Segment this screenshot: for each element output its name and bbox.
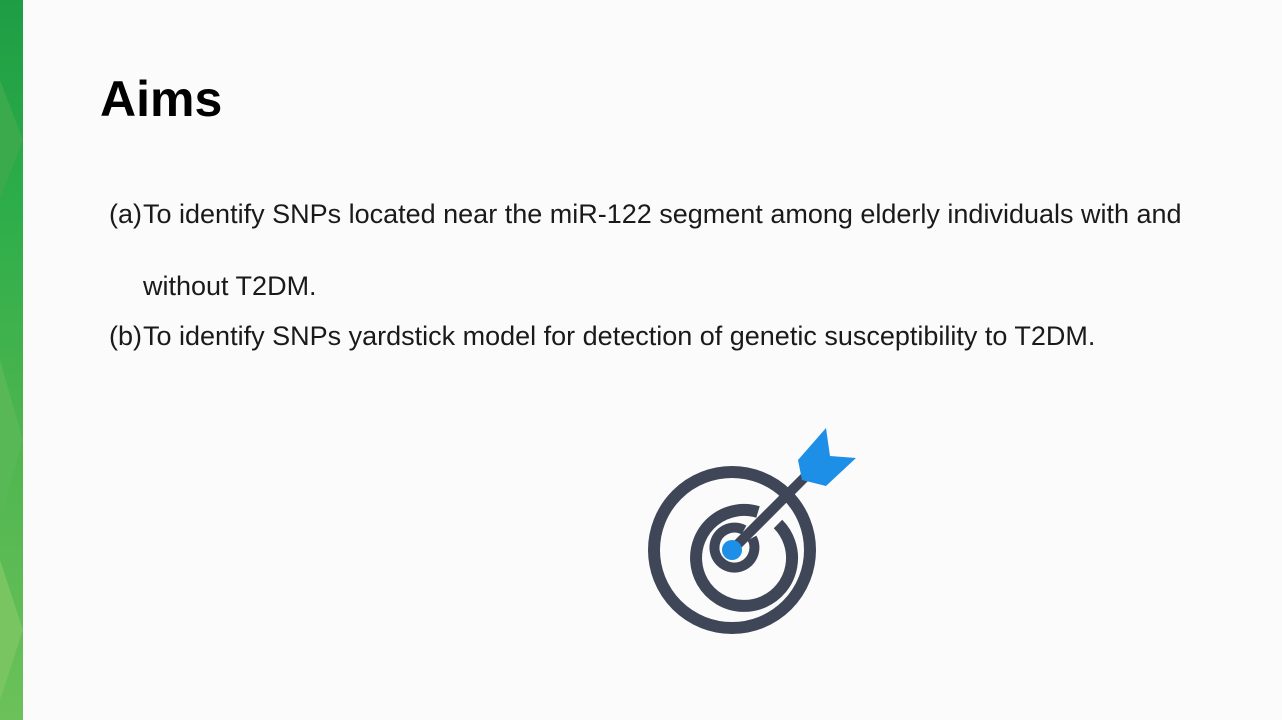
aim-item: (a) To identify SNPs located near the mi…: [109, 199, 1259, 322]
side-bar-facet: [0, 360, 23, 520]
aim-marker: (a): [109, 199, 142, 229]
target-outer-ring: [648, 466, 816, 634]
aim-text: To identify SNPs located near the miR-12…: [143, 199, 1182, 301]
arrow-fletching: [798, 428, 856, 486]
aim-item: (b) To identify SNPs yardstick model for…: [109, 321, 1259, 372]
aim-marker: (b): [109, 321, 142, 351]
slide-title: Aims: [100, 71, 223, 127]
target-middle-ring: [690, 504, 798, 612]
aims-list: (a) To identify SNPs located near the mi…: [109, 199, 1259, 372]
bullseye-dot: [722, 540, 742, 560]
target-inner-ring: [709, 522, 760, 573]
aim-text: To identify SNPs yardstick model for det…: [143, 321, 1096, 351]
side-bar-facet: [0, 560, 23, 700]
side-bar-facet: [0, 80, 23, 200]
target-with-arrow-icon: [648, 428, 856, 634]
green-side-bar: [0, 0, 23, 720]
arrow-shaft: [727, 465, 817, 555]
